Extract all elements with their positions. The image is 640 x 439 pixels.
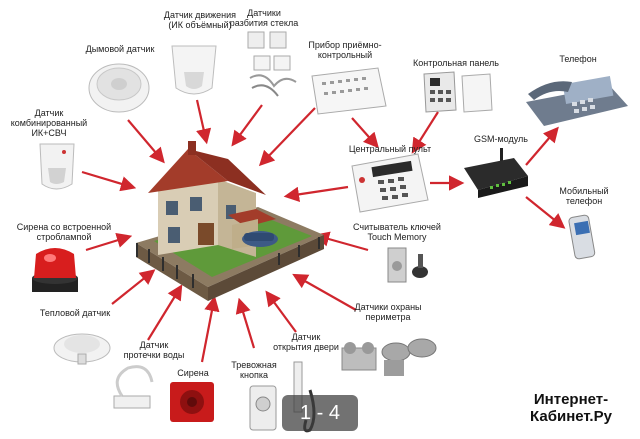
touch-memory-reader-image	[387, 247, 428, 283]
heat-detector-image	[53, 333, 111, 365]
panic-button-image	[249, 385, 277, 431]
central-console-image	[351, 153, 429, 213]
arrow-heat	[111, 269, 156, 305]
door-sensor-label: Датчик открытия двери	[273, 332, 339, 352]
arrow-water	[147, 284, 183, 341]
glass-break-sensors-image	[247, 31, 297, 97]
strobe-siren-image	[32, 248, 78, 292]
mobile-phone-label: Мобильный телефон	[559, 186, 609, 206]
motion-detector-image	[171, 45, 217, 95]
arrow-gsm-phone	[525, 126, 559, 166]
water-leak-sensor-label: Датчик протечки воды	[123, 340, 185, 360]
control-unit-label: Прибор приёмно- контрольный	[308, 40, 382, 60]
arrow-gsm-mobile	[525, 196, 566, 229]
arrow-glass	[231, 104, 263, 147]
arrow-combo	[81, 170, 137, 192]
control-keypad-label: Контрольная панель	[413, 58, 499, 68]
combined-detector-label: Датчик комбинированный ИК+СВЧ	[10, 108, 88, 138]
house-illustration	[136, 141, 324, 301]
gsm-module-label: GSM-модуль	[474, 134, 528, 144]
siren-label: Сирена	[177, 368, 209, 378]
telephone-image	[526, 75, 628, 126]
arrow-siren-strobe	[85, 232, 133, 252]
arrow-smoke	[127, 119, 165, 164]
water-leak-sensor-image	[113, 365, 154, 409]
perimeter-sensors-label: Датчики охраны периметра	[354, 302, 422, 322]
siren-image	[170, 382, 214, 422]
combined-detector-image	[39, 143, 75, 190]
arrow-panelunit-central	[351, 117, 379, 149]
image-pager-badge[interactable]: 1 - 4	[282, 395, 358, 431]
arrow-door	[265, 290, 297, 333]
arrow-siren	[200, 295, 220, 363]
arrow-panic	[235, 297, 256, 349]
arrow-perimeter	[292, 273, 357, 311]
telephone-label: Телефон	[559, 54, 597, 64]
perimeter-sensors-image	[341, 338, 437, 376]
smoke-detector-image	[88, 63, 150, 113]
arrow-panel-unit	[258, 107, 316, 167]
smoke-detector-label: Дымовой датчик	[85, 44, 155, 54]
mobile-phone-image	[568, 214, 596, 260]
touch-memory-reader-label: Считыватель ключей Touch Memory	[353, 222, 441, 242]
glass-break-sensors-label: Датчики разбития стекла	[229, 8, 299, 28]
strobe-siren-label: Сирена со встроенной строблампой	[16, 222, 112, 242]
panic-button-label: Тревожная кнопка	[231, 360, 277, 380]
arrow-touch	[313, 231, 369, 252]
control-unit-image	[311, 67, 387, 115]
control-keypad-image	[423, 71, 493, 113]
arrow-central	[283, 185, 349, 202]
gsm-module-image	[464, 148, 528, 198]
motion-detector-label: Датчик движения (ИК объёмный)	[163, 10, 237, 30]
watermark-text: Интернет- Кабинет.Ру	[530, 391, 612, 425]
arrow-motion	[195, 99, 212, 145]
arrow-keypad-central	[411, 111, 439, 154]
central-console-label: Центральный пульт	[348, 144, 432, 154]
heat-detector-label: Тепловой датчик	[39, 308, 111, 318]
